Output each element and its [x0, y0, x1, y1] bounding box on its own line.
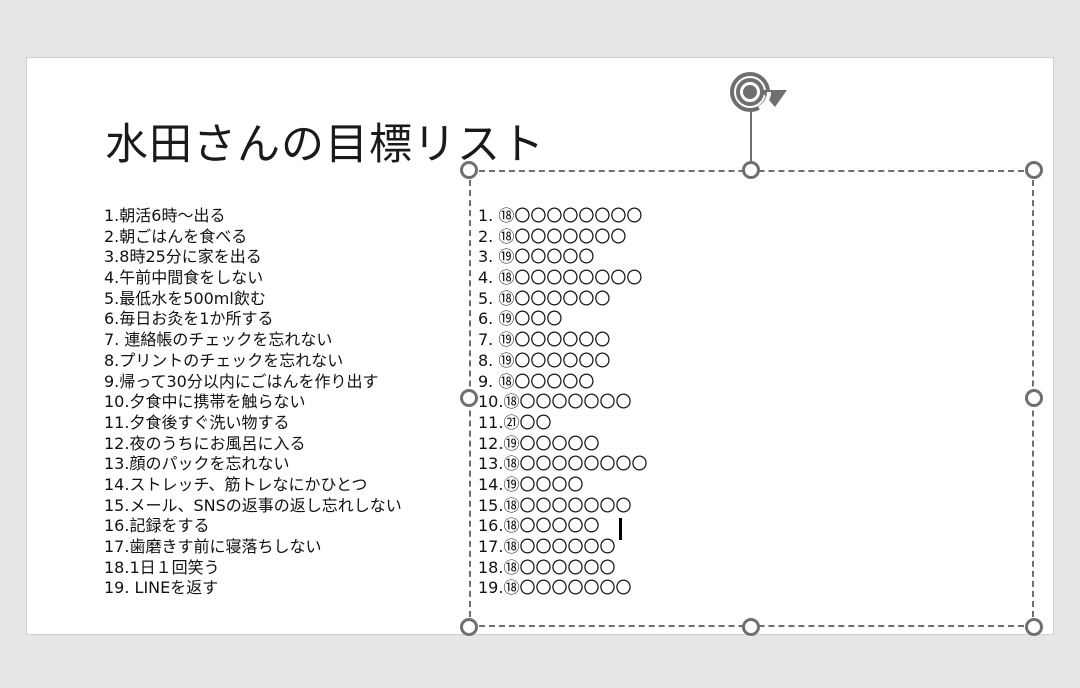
tracker-item: 6. ⑲〇〇〇	[478, 309, 563, 329]
goal-item: 8.プリントのチェックを忘れない	[104, 350, 344, 370]
resize-handle-bottom-right-icon[interactable]	[1025, 618, 1043, 636]
goal-item: 11.夕食後すぐ洗い物する	[104, 412, 290, 432]
goal-item: 7. 連絡帳のチェックを忘れない	[104, 330, 333, 350]
rotate-handle-icon[interactable]	[726, 68, 790, 118]
tracker-item: 9. ⑱〇〇〇〇〇	[478, 371, 595, 391]
text-cursor	[619, 518, 622, 540]
goal-item: 6.毎日お灸を1か所する	[104, 309, 274, 329]
goal-item: 19. LINEを返す	[104, 578, 219, 598]
tracker-list[interactable]: 1. ⑱〇〇〇〇〇〇〇〇 2. ⑱〇〇〇〇〇〇〇 3. ⑲〇〇〇〇〇 4. ⑱〇…	[478, 206, 647, 599]
slide-canvas[interactable]	[26, 57, 1054, 635]
goal-item: 5.最低水を500ml飲む	[104, 288, 266, 308]
goal-item: 15.メール、SNSの返事の返し忘れしない	[104, 495, 402, 515]
resize-handle-top-right-icon[interactable]	[1025, 161, 1043, 179]
slide-title[interactable]: 水田さんの目標リスト	[105, 120, 545, 170]
tracker-item: 7. ⑲〇〇〇〇〇〇	[478, 330, 611, 350]
goal-item: 14.ストレッチ、筋トレなにかひとつ	[104, 474, 368, 494]
goal-item: 18.1日１回笑う	[104, 557, 220, 577]
goal-item: 17.歯磨きす前に寝落ちしない	[104, 537, 322, 556]
tracker-item: 19.⑱〇〇〇〇〇〇〇	[478, 578, 632, 598]
goal-item: 13.顔のパックを忘れない	[104, 454, 290, 474]
resize-handle-top-left-icon[interactable]	[460, 161, 478, 179]
tracker-item: 1. ⑱〇〇〇〇〇〇〇〇	[478, 206, 643, 225]
tracker-item: 15.⑱〇〇〇〇〇〇〇	[478, 495, 632, 515]
tracker-item: 5. ⑱〇〇〇〇〇〇	[478, 288, 611, 308]
resize-handle-middle-left-icon[interactable]	[460, 389, 478, 407]
goals-list[interactable]: 1.朝活6時～出る 2.朝ごはんを食べる 3.8時25分に家を出る 4.午前中間…	[104, 206, 402, 599]
tracker-item: 17.⑱〇〇〇〇〇〇	[478, 537, 616, 556]
tracker-item: 2. ⑱〇〇〇〇〇〇〇	[478, 226, 627, 246]
goal-item: 10.夕食中に携帯を触らない	[104, 392, 306, 412]
goal-item: 16.記録をする	[104, 516, 210, 536]
goal-item: 2.朝ごはんを食べる	[104, 226, 248, 246]
goal-item: 9.帰って30分以内にごはんを作り出す	[104, 371, 379, 391]
resize-handle-middle-right-icon[interactable]	[1025, 389, 1043, 407]
tracker-item: 11.㉑〇〇	[478, 412, 552, 432]
text-box-selection-frame[interactable]	[469, 170, 1034, 627]
tracker-item: 4. ⑱〇〇〇〇〇〇〇〇	[478, 268, 643, 288]
goal-item: 3.8時25分に家を出る	[104, 247, 262, 267]
goal-item: 4.午前中間食をしない	[104, 268, 264, 288]
tracker-item: 3. ⑲〇〇〇〇〇	[478, 247, 595, 267]
tracker-item: 18.⑱〇〇〇〇〇〇	[478, 557, 616, 577]
tracker-item: 10.⑱〇〇〇〇〇〇〇	[478, 392, 632, 412]
tracker-item: 8. ⑲〇〇〇〇〇〇	[478, 350, 611, 370]
resize-handle-bottom-center-icon[interactable]	[742, 618, 760, 636]
tracker-item: 12.⑲〇〇〇〇〇	[478, 433, 600, 453]
goal-item: 12.夜のうちにお風呂に入る	[104, 433, 306, 453]
tracker-item: 16.⑱〇〇〇〇〇	[478, 516, 600, 536]
resize-handle-bottom-left-icon[interactable]	[460, 618, 478, 636]
tracker-item: 13.⑱〇〇〇〇〇〇〇〇	[478, 454, 648, 474]
resize-handle-top-center-icon[interactable]	[742, 161, 760, 179]
tracker-item: 14.⑲〇〇〇〇	[478, 474, 584, 494]
goal-item: 1.朝活6時～出る	[104, 206, 226, 225]
rotate-connector-line	[750, 108, 752, 163]
